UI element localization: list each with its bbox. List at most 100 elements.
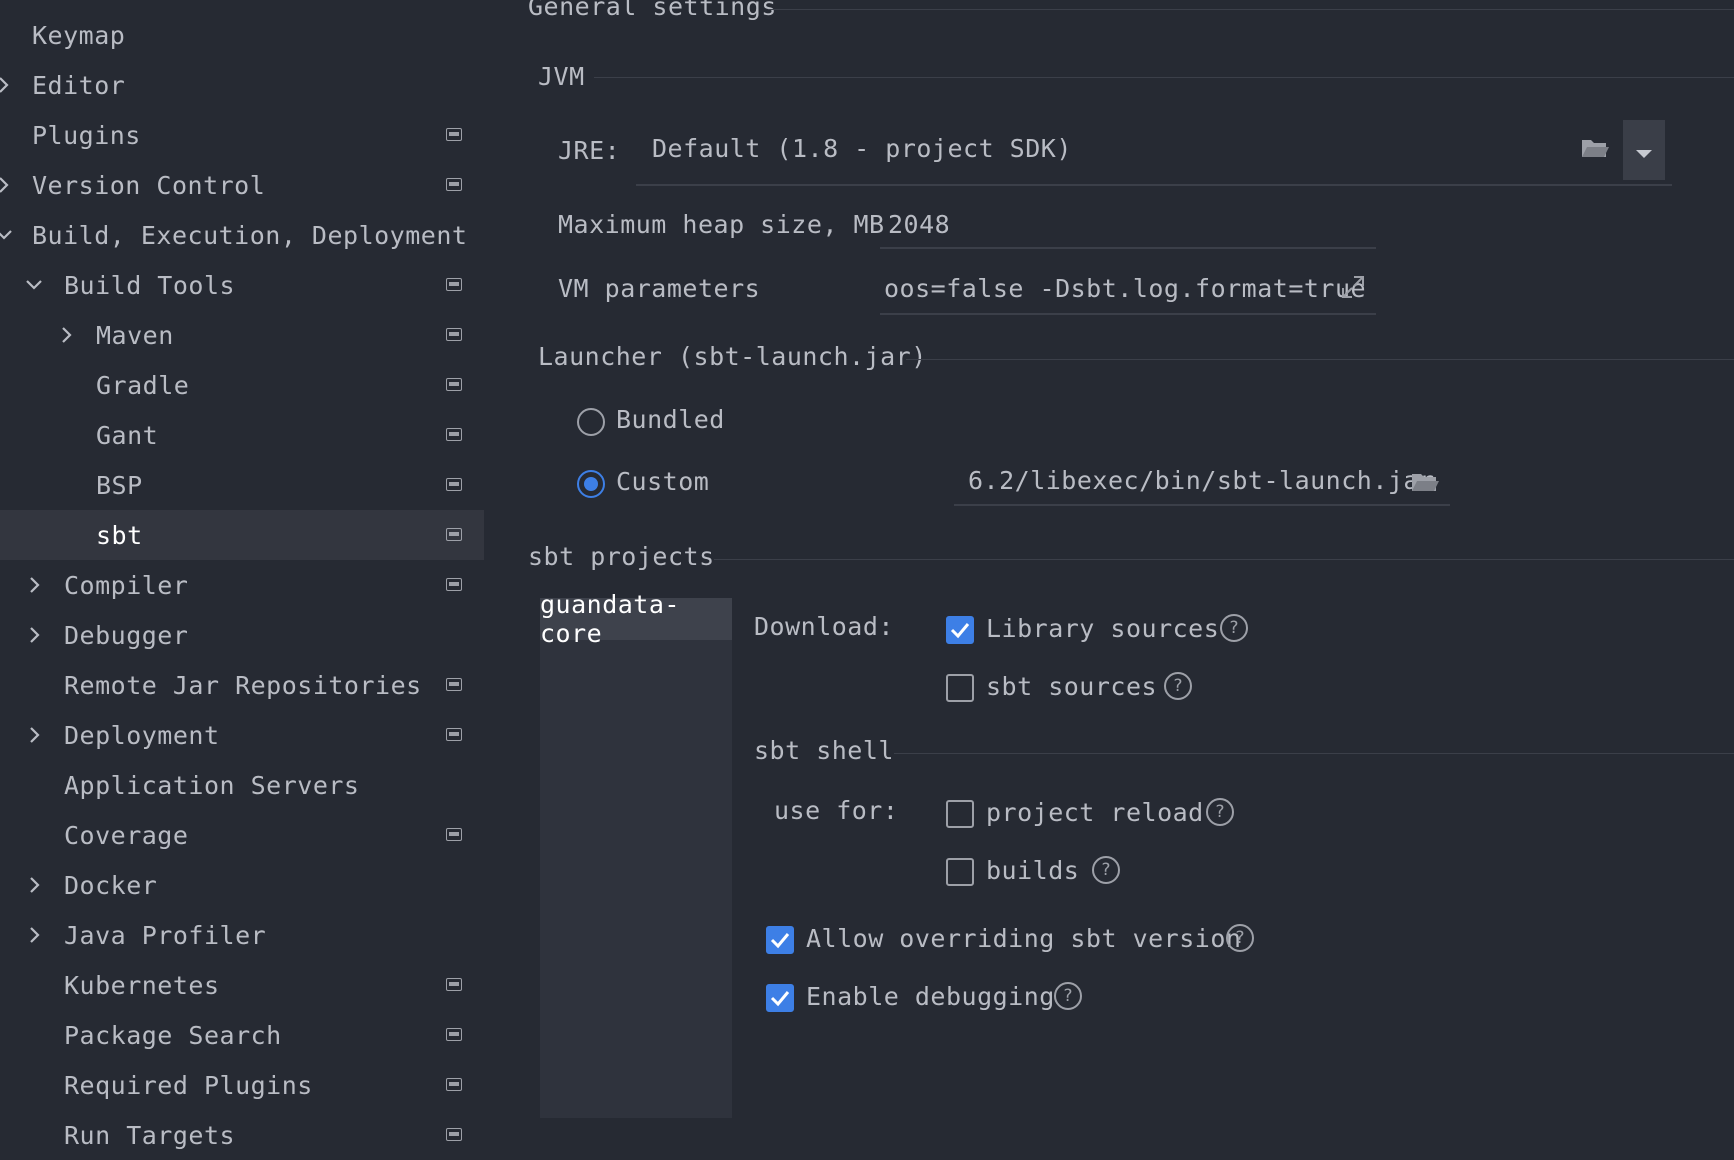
check-icon [770, 933, 790, 949]
project-scope-icon [446, 1128, 462, 1141]
sidebar-item-sbt[interactable]: sbt [0, 510, 484, 560]
sidebar-item-build-execution-deployment[interactable]: Build, Execution, Deployment [0, 210, 484, 260]
list-item[interactable]: guandata-core [540, 590, 732, 648]
chevron-right-icon[interactable] [57, 325, 77, 345]
sidebar-item-docker[interactable]: Docker [0, 860, 484, 910]
project-scope-icon [446, 378, 462, 391]
sidebar-item-label: Docker [64, 870, 158, 900]
sbt-sources-label[interactable]: sbt sources [986, 672, 1158, 701]
builds-checkbox[interactable] [946, 858, 974, 886]
check-icon [770, 991, 790, 1007]
chevron-right-icon[interactable] [25, 875, 45, 895]
library-sources-checkbox[interactable] [946, 616, 974, 644]
use-for-label: use for: [774, 796, 899, 825]
allow-overriding-checkbox[interactable] [766, 926, 794, 954]
chevron-right-icon[interactable] [0, 75, 14, 95]
sbt-projects-list[interactable]: guandata-core [540, 590, 732, 1118]
chevron-down-icon[interactable] [24, 275, 44, 295]
sidebar-item-label: Remote Jar Repositories [64, 670, 422, 700]
sidebar-item-label: Keymap [32, 20, 126, 50]
enable-debugging-checkbox[interactable] [766, 984, 794, 1012]
chevron-down-icon [1635, 136, 1653, 165]
custom-label[interactable]: Custom [616, 467, 710, 496]
project-scope-icon [446, 678, 462, 691]
enable-debugging-label[interactable]: Enable debugging [806, 982, 1055, 1011]
sidebar-item-package-search[interactable]: Package Search [0, 1010, 484, 1060]
allow-overriding-label[interactable]: Allow overriding sbt version [806, 924, 1242, 953]
sidebar-item-label: Kubernetes [64, 970, 220, 1000]
project-scope-icon [446, 1028, 462, 1041]
chevron-right-icon[interactable] [25, 725, 45, 745]
custom-path-value: 6.2/libexec/bin/sbt-launch.jar [968, 466, 1435, 495]
sidebar-item-maven[interactable]: Maven [0, 310, 484, 360]
sidebar-item-label: Version Control [32, 170, 266, 200]
project-scope-icon [446, 128, 462, 141]
general-settings-title: General settings [528, 0, 777, 21]
download-label: Download: [754, 612, 894, 641]
expand-icon[interactable] [1340, 274, 1366, 306]
sidebar-item-keymap[interactable]: Keymap [0, 10, 484, 60]
sidebar-item-label: Build Tools [64, 270, 236, 300]
sidebar-item-gradle[interactable]: Gradle [0, 360, 484, 410]
sidebar-item-editor[interactable]: Editor [0, 60, 484, 110]
sidebar-item-remote-jar-repositories[interactable]: Remote Jar Repositories [0, 660, 484, 710]
project-reload-label[interactable]: project reload [986, 798, 1204, 827]
chevron-right-icon[interactable] [25, 575, 45, 595]
sidebar-item-version-control[interactable]: Version Control [0, 160, 484, 210]
vm-parameters-value: oos=false -Dsbt.log.format=true [884, 274, 1367, 303]
separator [714, 559, 1734, 560]
chevron-right-icon[interactable] [0, 175, 14, 195]
sidebar-item-label: Editor [32, 70, 126, 100]
help-icon[interactable]: ? [1220, 614, 1248, 642]
library-sources-label[interactable]: Library sources [986, 614, 1220, 643]
jre-underline [636, 184, 1672, 186]
sidebar-item-debugger[interactable]: Debugger [0, 610, 484, 660]
jre-label: JRE: [558, 136, 621, 165]
sidebar-item-label: Application Servers [64, 770, 360, 800]
folder-icon[interactable] [1580, 136, 1610, 166]
sidebar-item-build-tools[interactable]: Build Tools [0, 260, 484, 310]
chevron-right-icon[interactable] [25, 625, 45, 645]
chevron-right-icon[interactable] [25, 925, 45, 945]
sidebar-item-run-targets[interactable]: Run Targets [0, 1110, 484, 1160]
sidebar-item-required-plugins[interactable]: Required Plugins [0, 1060, 484, 1110]
project-reload-checkbox[interactable] [946, 800, 974, 828]
help-icon[interactable]: ? [1206, 798, 1234, 826]
project-scope-icon [446, 528, 462, 541]
sidebar-item-label: Required Plugins [64, 1070, 313, 1100]
project-scope-icon [446, 328, 462, 341]
folder-icon[interactable] [1410, 470, 1440, 500]
chevron-down-icon[interactable] [0, 225, 14, 245]
bundled-label[interactable]: Bundled [616, 405, 725, 434]
bundled-radio[interactable] [577, 408, 605, 436]
sidebar-item-plugins[interactable]: Plugins [0, 110, 484, 160]
sidebar-item-label: Debugger [64, 620, 189, 650]
sbt-sources-checkbox[interactable] [946, 674, 974, 702]
project-scope-icon [446, 828, 462, 841]
sidebar-item-label: Run Targets [64, 1120, 236, 1150]
sidebar-item-label: Java Profiler [64, 920, 267, 950]
sidebar-item-java-profiler[interactable]: Java Profiler [0, 910, 484, 960]
help-icon[interactable]: ? [1164, 672, 1192, 700]
sidebar-item-coverage[interactable]: Coverage [0, 810, 484, 860]
sidebar-item-compiler[interactable]: Compiler [0, 560, 484, 610]
jre-dropdown-button[interactable] [1623, 120, 1665, 180]
separator [594, 77, 1734, 78]
heap-size-label: Maximum heap size, MB [558, 210, 885, 239]
custom-path-underline [954, 504, 1450, 506]
sidebar-item-bsp[interactable]: BSP [0, 460, 484, 510]
help-icon[interactable]: ? [1092, 856, 1120, 884]
sidebar-item-application-servers[interactable]: Application Servers [0, 760, 484, 810]
sidebar-item-label: Gradle [96, 370, 190, 400]
custom-radio[interactable] [577, 470, 605, 498]
help-icon[interactable]: ? [1054, 982, 1082, 1010]
sidebar-item-kubernetes[interactable]: Kubernetes [0, 960, 484, 1010]
launcher-group-title: Launcher (sbt-launch.jar) [538, 342, 927, 371]
sidebar-item-label: Gant [96, 420, 159, 450]
sidebar-item-gant[interactable]: Gant [0, 410, 484, 460]
project-scope-icon [446, 178, 462, 191]
sidebar-item-deployment[interactable]: Deployment [0, 710, 484, 760]
project-scope-icon [446, 1078, 462, 1091]
help-icon[interactable]: ? [1226, 924, 1254, 952]
builds-label[interactable]: builds [986, 856, 1080, 885]
